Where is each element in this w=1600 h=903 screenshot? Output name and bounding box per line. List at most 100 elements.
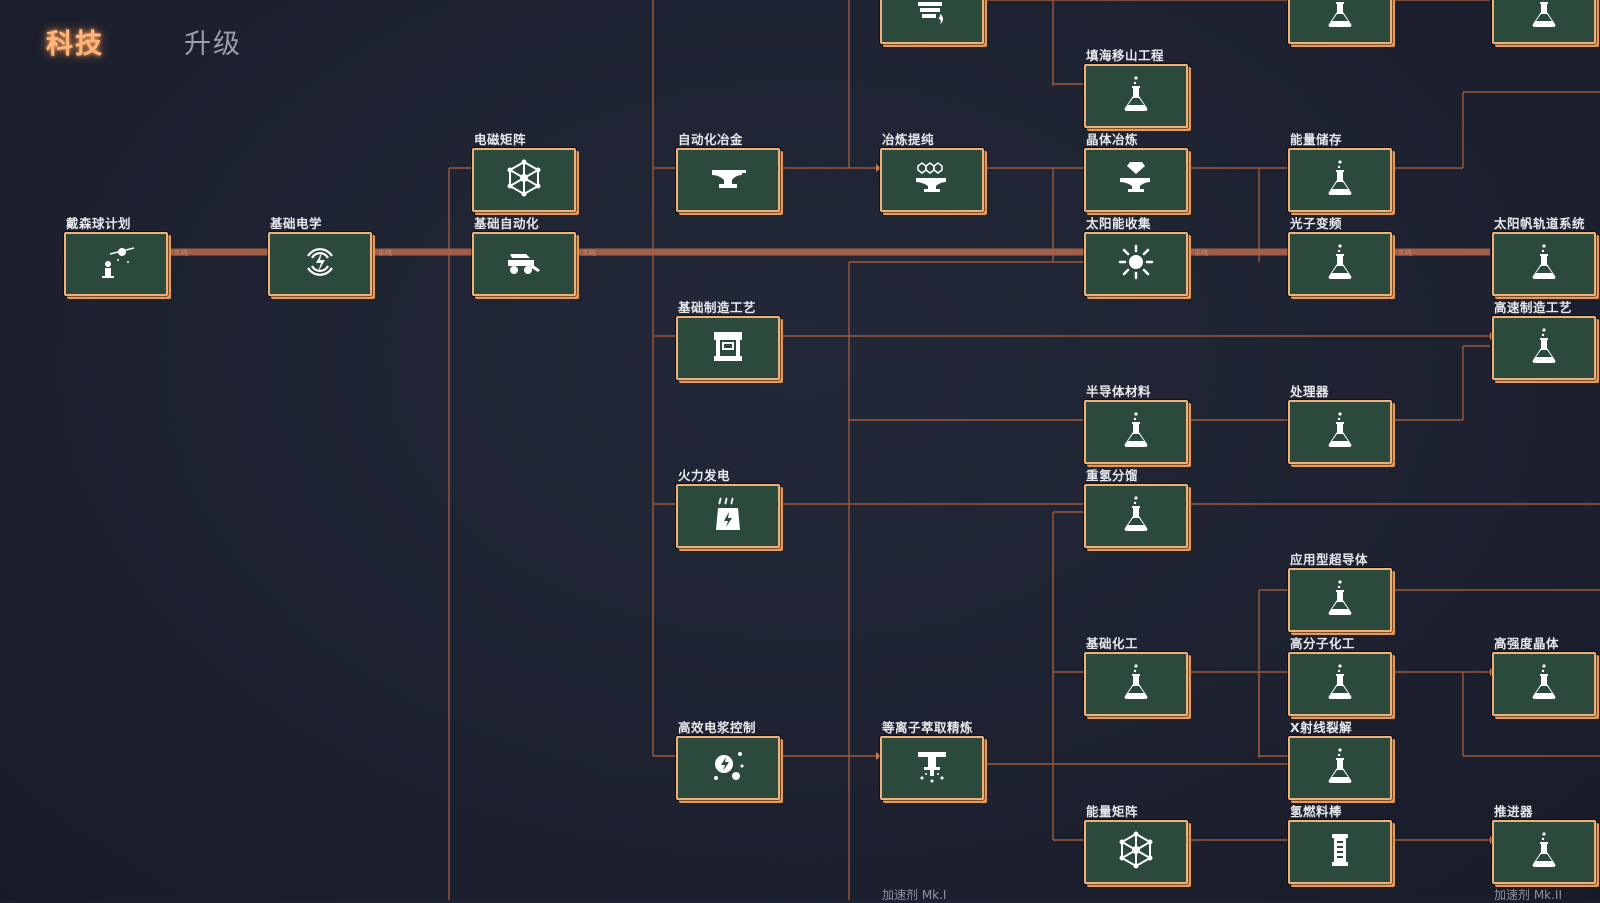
flask-icon xyxy=(1522,660,1566,708)
tech-node-box xyxy=(1084,484,1188,548)
tech-node-plasma-refine[interactable]: 等离子萃取精炼 xyxy=(880,736,984,800)
tech-node-box xyxy=(880,736,984,800)
tech-node-label: 处理器 xyxy=(1290,381,1329,400)
flask-icon xyxy=(1318,0,1362,36)
tech-node-deuterium[interactable]: 重氢分馏 xyxy=(1084,484,1188,548)
tech-node-hs-crystal[interactable]: 高强度晶体 xyxy=(1492,652,1596,716)
tech-node-label: 填海移山工程 xyxy=(1086,45,1164,64)
tech-node-box xyxy=(676,736,780,800)
tech-node-box xyxy=(1288,148,1392,212)
tech-node-label: 等离子萃取精炼 xyxy=(882,717,973,736)
tech-node-box xyxy=(1084,820,1188,884)
tech-node-label-accel-2: 加速剂 Mk.II xyxy=(1494,886,1562,903)
main-line-label: 主线 xyxy=(1398,248,1412,258)
tech-node-dyson[interactable]: 戴森球计划 xyxy=(64,232,168,296)
tech-node-label: 基础化工 xyxy=(1086,633,1138,652)
tech-node-top-flask-b[interactable] xyxy=(1492,0,1596,44)
anvil-icon xyxy=(706,156,750,204)
tech-node-energy-matrix[interactable]: 能量矩阵 xyxy=(1084,820,1188,884)
tech-node-basic-auto[interactable]: 基础自动化 xyxy=(472,232,576,296)
tech-node-xray[interactable]: X射线裂解 xyxy=(1288,736,1392,800)
tech-node-box xyxy=(1288,568,1392,632)
tech-node-box xyxy=(1288,400,1392,464)
tech-node-box xyxy=(1288,736,1392,800)
tech-node-thruster[interactable]: 推进器 xyxy=(1492,820,1596,884)
tech-node-em-matrix[interactable]: 电磁矩阵 xyxy=(472,148,576,212)
tech-node-label: 推进器 xyxy=(1494,801,1533,820)
tech-node-box xyxy=(1288,820,1392,884)
main-line-label: 主线 xyxy=(174,248,188,258)
flask-icon xyxy=(1114,660,1158,708)
matrix-icon xyxy=(502,156,546,204)
tech-node-photon[interactable]: 光子变频 xyxy=(1288,232,1392,296)
tech-node-label: 高速制造工艺 xyxy=(1494,297,1572,316)
tech-node-reclaim[interactable]: 填海移山工程 xyxy=(1084,64,1188,128)
tech-node-box xyxy=(1492,0,1596,44)
tech-node-processor[interactable]: 处理器 xyxy=(1288,400,1392,464)
tech-node-box xyxy=(676,148,780,212)
tech-node-box xyxy=(676,484,780,548)
crystal-smelt-icon xyxy=(1114,156,1158,204)
tech-node-label: 能量储存 xyxy=(1290,129,1342,148)
flask-icon xyxy=(1318,660,1362,708)
tech-node-energy-store[interactable]: 能量储存 xyxy=(1288,148,1392,212)
tech-node-label: 太阳能收集 xyxy=(1086,213,1151,232)
tech-node-label: 高强度晶体 xyxy=(1494,633,1559,652)
tech-node-elec[interactable]: 基础电学 xyxy=(268,232,372,296)
tech-node-semi[interactable]: 半导体材料 xyxy=(1084,400,1188,464)
tech-node-crystal-smelt[interactable]: 晶体冶炼 xyxy=(1084,148,1188,212)
assembler-icon xyxy=(706,324,750,372)
tech-node-box xyxy=(1288,0,1392,44)
tech-node-box xyxy=(1492,232,1596,296)
tech-node-thermal[interactable]: 火力发电 xyxy=(676,484,780,548)
flask-icon xyxy=(1318,744,1362,792)
tech-node-label-accel-1: 加速剂 Mk.I xyxy=(882,886,946,903)
tech-node-basic-chem[interactable]: 基础化工 xyxy=(1084,652,1188,716)
tab-tech[interactable]: 科技 xyxy=(46,22,104,61)
tech-node-plasma-ctrl[interactable]: 高效电浆控制 xyxy=(676,736,780,800)
tech-node-label: 火力发电 xyxy=(678,465,730,484)
tech-node-label: 基础电学 xyxy=(270,213,322,232)
tech-node-supercond[interactable]: 应用型超导体 xyxy=(1288,568,1392,632)
flask-icon xyxy=(1318,576,1362,624)
tech-node-box xyxy=(1084,232,1188,296)
plasma-icon xyxy=(706,744,750,792)
tech-node-label: 高分子化工 xyxy=(1290,633,1355,652)
flask-icon xyxy=(1114,492,1158,540)
tech-node-label: 自动化冶金 xyxy=(678,129,743,148)
tech-node-top-flask-a[interactable] xyxy=(1288,0,1392,44)
tech-node-box xyxy=(1084,64,1188,128)
flask-icon xyxy=(1522,324,1566,372)
tech-node-label: 电磁矩阵 xyxy=(474,129,526,148)
tech-node-label: 太阳帆轨道系统 xyxy=(1494,213,1585,232)
tech-node-label: 基础自动化 xyxy=(474,213,539,232)
flask-icon xyxy=(1522,0,1566,36)
tech-node-solar[interactable]: 太阳能收集 xyxy=(1084,232,1188,296)
tech-node-top-forge[interactable] xyxy=(880,0,984,44)
power-plant-icon xyxy=(706,492,750,540)
tech-node-label: 光子变频 xyxy=(1290,213,1342,232)
tech-node-box xyxy=(1492,820,1596,884)
tech-node-box xyxy=(472,148,576,212)
tech-node-label: 晶体冶炼 xyxy=(1086,129,1138,148)
main-line-label: 主线 xyxy=(1194,248,1208,258)
tech-node-auto-metal[interactable]: 自动化冶金 xyxy=(676,148,780,212)
tech-node-label: 重氢分馏 xyxy=(1086,465,1138,484)
tech-node-purify[interactable]: 冶炼提纯 xyxy=(880,148,984,212)
tech-node-polymer[interactable]: 高分子化工 xyxy=(1288,652,1392,716)
main-line-label: 主线 xyxy=(582,248,596,258)
tech-node-hs-mfg[interactable]: 高速制造工艺 xyxy=(1492,316,1596,380)
tech-node-basic-mfg[interactable]: 基础制造工艺 xyxy=(676,316,780,380)
flask-icon xyxy=(1522,828,1566,876)
tab-upgrade[interactable]: 升级 xyxy=(184,22,242,61)
flask-icon xyxy=(1318,408,1362,456)
tech-node-h-fuel[interactable]: 氢燃料棒 xyxy=(1288,820,1392,884)
tech-node-label: 高效电浆控制 xyxy=(678,717,756,736)
tech-node-label: 能量矩阵 xyxy=(1086,801,1138,820)
tech-node-box xyxy=(1288,232,1392,296)
flask-icon xyxy=(1318,156,1362,204)
tech-node-label: 基础制造工艺 xyxy=(678,297,756,316)
dyson-icon xyxy=(94,240,138,288)
electric-icon xyxy=(298,240,342,288)
tech-node-solar-sail[interactable]: 太阳帆轨道系统 xyxy=(1492,232,1596,296)
